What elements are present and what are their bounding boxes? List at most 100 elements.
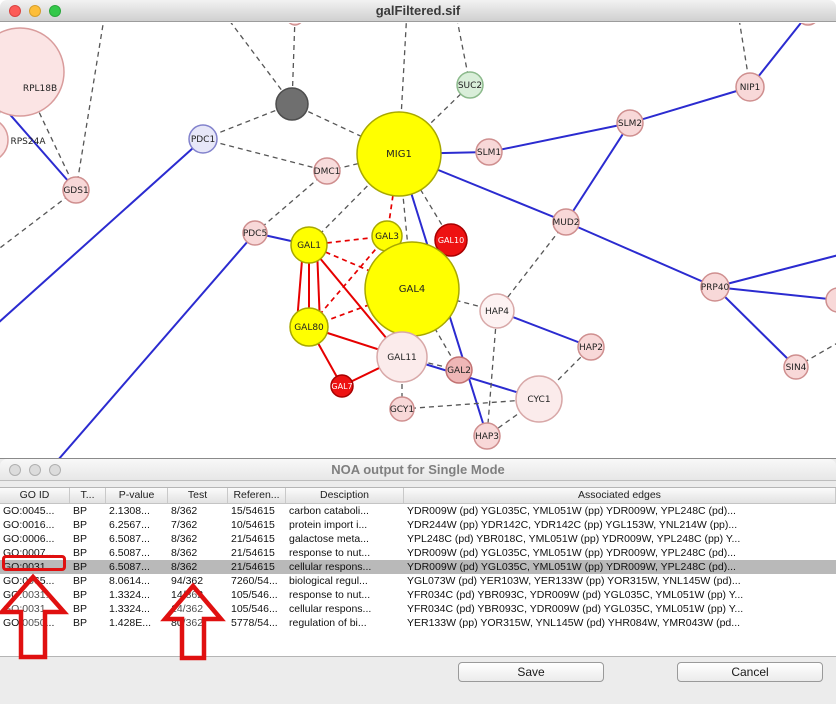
zoom-button-inactive[interactable] — [49, 464, 61, 476]
node-label: DMC1 — [314, 167, 341, 177]
network-edge[interactable] — [714, 286, 836, 301]
network-edge[interactable] — [714, 250, 836, 288]
network-node-rps24a[interactable] — [0, 118, 9, 162]
network-node-rpl18b[interactable] — [0, 27, 65, 117]
network-edge[interactable] — [208, 23, 293, 105]
network-edge[interactable] — [58, 232, 256, 458]
table-cell: GO:0050... — [3, 617, 55, 629]
network-edge[interactable] — [75, 23, 108, 191]
node-label: GAL80 — [294, 323, 324, 333]
table-cell: response to nut... — [289, 547, 371, 559]
column-header-5[interactable]: Desciption — [286, 488, 404, 503]
network-node-mud2[interactable] — [552, 208, 580, 236]
close-button-inactive[interactable] — [9, 464, 21, 476]
table-cell: GO:0031... — [3, 603, 55, 615]
column-header-1[interactable]: T... — [70, 488, 106, 503]
minimize-button[interactable] — [29, 5, 41, 17]
network-graph: RPL18BRPS24AGDS1PDC1DMC1MIG1SUC2SLM1SLM2… — [0, 23, 836, 458]
table-cell: carbon cataboli... — [289, 505, 369, 517]
network-node-hap2[interactable] — [577, 333, 605, 361]
network-edge[interactable] — [565, 122, 631, 223]
network-edge[interactable] — [452, 23, 471, 86]
network-edge[interactable] — [486, 310, 498, 437]
column-header-2[interactable]: P-value — [106, 488, 168, 503]
network-node-gal1[interactable] — [290, 226, 328, 264]
table-cell: 7260/54... — [231, 575, 278, 587]
table-cell: 14/362 — [171, 603, 204, 615]
noa-titlebar[interactable]: NOA output for Single Mode — [0, 459, 836, 481]
network-node-gal7[interactable] — [330, 374, 354, 398]
network-edge[interactable] — [202, 138, 328, 172]
network-node-gal2[interactable] — [445, 356, 473, 384]
save-button[interactable]: Save — [458, 662, 604, 682]
network-edge[interactable] — [291, 23, 296, 105]
network-edge[interactable] — [398, 84, 471, 155]
network-node-hap3[interactable] — [473, 422, 501, 450]
network-node-dmc1[interactable] — [313, 157, 341, 185]
network-node-slm2[interactable] — [616, 109, 644, 137]
cancel-button[interactable]: Cancel — [677, 662, 823, 682]
network-node-mig1[interactable] — [356, 111, 442, 197]
network-node-top1[interactable] — [287, 23, 303, 26]
network-edge[interactable] — [735, 23, 751, 88]
table-cell: BP — [73, 561, 88, 573]
network-edge[interactable] — [488, 122, 631, 153]
network-node-nip1[interactable] — [735, 72, 765, 102]
table-cell: 1.3324... — [109, 603, 150, 615]
network-edge[interactable] — [629, 86, 751, 124]
network-node-cyc1[interactable] — [515, 375, 563, 423]
network-node-gal10[interactable] — [434, 223, 468, 257]
node-label: GAL10 — [438, 236, 464, 245]
table-cell: BP — [73, 589, 88, 601]
network-edge[interactable] — [254, 170, 328, 234]
network-node-slm1[interactable] — [475, 138, 503, 166]
network-node-gds1[interactable] — [62, 176, 90, 204]
table-cell: 6.2567... — [109, 519, 150, 531]
network-edge[interactable] — [202, 103, 293, 140]
node-label: SUC2 — [458, 81, 482, 91]
network-node-gray1[interactable] — [275, 87, 309, 121]
network-node-prp40[interactable] — [700, 272, 730, 302]
network-edge[interactable] — [308, 235, 388, 328]
titlebar[interactable]: galFiltered.sif — [0, 0, 836, 22]
network-edge[interactable] — [0, 189, 77, 254]
network-node-sin4[interactable] — [783, 354, 809, 380]
node-label: SIN4 — [786, 363, 807, 373]
network-node-gal11[interactable] — [376, 331, 428, 383]
column-header-3[interactable]: Test — [168, 488, 228, 503]
network-node-gcy1[interactable] — [389, 396, 415, 422]
network-edge[interactable] — [749, 23, 808, 88]
column-header-4[interactable]: Referen... — [228, 488, 286, 503]
table-cell: 105/546... — [231, 589, 278, 601]
network-edge[interactable] — [714, 286, 797, 368]
minimize-button-inactive[interactable] — [29, 464, 41, 476]
network-node-suc2[interactable] — [456, 71, 484, 99]
network-edge[interactable] — [291, 103, 400, 155]
network-node-top3[interactable] — [797, 23, 819, 26]
network-edge[interactable] — [0, 138, 204, 332]
network-edge[interactable] — [401, 398, 540, 410]
column-header-0[interactable]: GO ID — [0, 488, 70, 503]
network-node-pdc1[interactable] — [188, 124, 218, 154]
column-header-6[interactable]: Associated edges — [404, 488, 836, 503]
network-edge[interactable] — [565, 221, 716, 288]
network-node-gal80[interactable] — [289, 307, 329, 347]
table-cell: GO:0006... — [3, 533, 55, 545]
close-button[interactable] — [9, 5, 21, 17]
network-node-right1[interactable] — [825, 287, 836, 313]
network-node-pdc5[interactable] — [242, 220, 268, 246]
network-edge[interactable] — [496, 221, 567, 312]
zoom-button[interactable] — [49, 5, 61, 17]
network-node-hap4[interactable] — [479, 293, 515, 329]
